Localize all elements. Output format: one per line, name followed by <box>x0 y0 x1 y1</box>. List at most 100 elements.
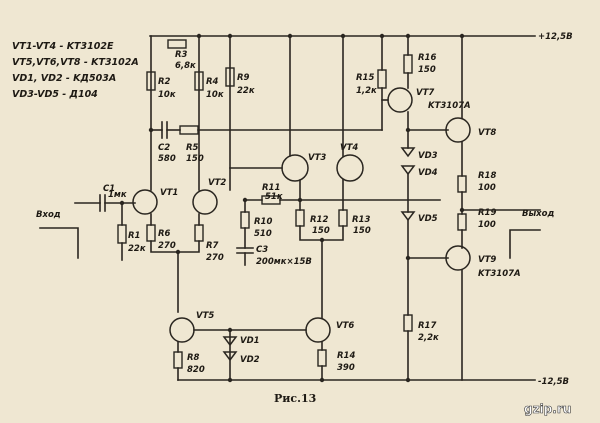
vt5-transistor <box>169 317 195 343</box>
vt5-label: VT5 <box>196 311 214 321</box>
r1-label: R1 <box>128 231 140 241</box>
r1-value: 22к <box>128 244 146 254</box>
r10-value: 510 <box>254 229 272 239</box>
vt3-label: VT3 <box>308 153 326 163</box>
c3-value: 200мк×15В <box>256 257 312 267</box>
r19-label: R19 <box>478 208 496 218</box>
vt8-label: VT8 <box>478 128 496 138</box>
r16-value: 150 <box>418 65 436 75</box>
negative-rail-label: -12,5B <box>538 377 569 387</box>
vt7-transistor <box>387 87 413 113</box>
input-stage: Вход C1 1мк R1 22к <box>36 184 146 261</box>
r12-resistor <box>295 209 305 227</box>
note-line-2: VT5,VT6,VT8 - KT3102A <box>12 57 139 68</box>
r16-label: R16 <box>418 53 436 63</box>
vt2-label: VT2 <box>208 178 226 188</box>
r3-value: 6,8к <box>175 61 196 71</box>
r7-value: 270 <box>206 253 224 263</box>
vd5-label: VD5 <box>418 214 438 224</box>
vd1-label: VD1 <box>240 336 260 346</box>
r4-resistor <box>194 71 204 91</box>
r9-resistor <box>225 67 235 87</box>
r7-resistor <box>194 224 204 242</box>
r19-resistor <box>457 213 467 231</box>
component-notes: VT1-VT4 - KT3102E VT5,VT6,VT8 - KT3102A … <box>12 41 139 100</box>
r8-value: 820 <box>187 365 205 375</box>
vt1-transistor <box>132 189 158 215</box>
vt1-label: VT1 <box>160 188 178 198</box>
vd2-label: VD2 <box>240 355 260 365</box>
r15-value: 1,2к <box>356 86 377 96</box>
r17-value: 2,2к <box>418 333 439 343</box>
r8-resistor <box>173 351 183 369</box>
output-terminal <box>509 229 541 259</box>
r11-value: 51к <box>265 192 283 202</box>
vt7-label: VT7 <box>416 88 434 98</box>
r19-value: 100 <box>478 220 496 230</box>
vd4-diode <box>400 165 416 176</box>
watermark: gzip.ru <box>524 402 571 416</box>
input-label: Вход <box>36 210 61 220</box>
r5-value: 150 <box>186 154 204 164</box>
r18-resistor <box>457 175 467 193</box>
vt9-type: KT3107A <box>478 269 521 279</box>
note-line-4: VD3-VD5 - Д104 <box>12 89 98 100</box>
vt6-label: VT6 <box>336 321 354 331</box>
r15-label: R15 <box>356 73 374 83</box>
output-label: Выход <box>522 209 554 219</box>
r3-label: R3 <box>175 50 188 60</box>
c1-label: C1 <box>103 184 115 194</box>
r14-label: R14 <box>337 351 355 361</box>
r17-resistor <box>403 314 413 332</box>
r18-value: 100 <box>478 183 496 193</box>
vt4-label: VT4 <box>340 143 358 153</box>
output-stage: R15 1,2к VT7 KT3107A R16 150 VD3 VD4 VD5… <box>356 35 554 381</box>
vt9-transistor <box>445 245 471 271</box>
r5-resistor <box>179 125 199 135</box>
r17-label: R17 <box>418 321 436 331</box>
vd2-diode <box>222 351 238 362</box>
r4-value: 10к <box>206 90 224 100</box>
current-sources: VT5 VT6 VD1 VD2 R8 820 R14 390 <box>169 311 355 381</box>
vt6-transistor <box>305 317 331 343</box>
vt8-transistor <box>445 117 471 143</box>
r18-label: R18 <box>478 171 496 181</box>
vd4-label: VD4 <box>418 168 438 178</box>
r2-value: 10к <box>158 90 176 100</box>
r3-resistor <box>167 39 187 49</box>
r2-label: R2 <box>158 77 171 87</box>
r12-label: R12 <box>310 215 328 225</box>
r1-resistor <box>117 224 127 244</box>
vd3-label: VD3 <box>418 151 438 161</box>
vt7-type: KT3107A <box>428 101 471 111</box>
c3-label: C3 <box>256 245 268 255</box>
vt4-transistor <box>336 154 364 182</box>
r7-label: R7 <box>206 241 219 251</box>
r14-value: 390 <box>337 363 355 373</box>
vd1-diode <box>222 336 238 347</box>
c2-value: 580 <box>158 154 176 164</box>
vt9-label: VT9 <box>478 255 496 265</box>
r9-label: R9 <box>237 73 250 83</box>
vd3-diode <box>400 147 416 158</box>
note-line-1: VT1-VT4 - KT3102E <box>12 41 114 52</box>
voltage-amplifier-stage: R9 22к VT3 VT4 R11 51к R10 510 C3 200мк×… <box>225 35 441 319</box>
r10-resistor <box>240 211 250 229</box>
r13-label: R13 <box>352 215 370 225</box>
r6-resistor <box>146 224 156 242</box>
r8-label: R8 <box>187 353 200 363</box>
c2-label: C2 <box>158 143 170 153</box>
differential-pair: VT1 VT2 R2 10к R3 6,8к R4 10к C2 580 R5 … <box>132 35 383 313</box>
vd5-diode <box>400 211 416 222</box>
r6-label: R6 <box>158 229 171 239</box>
vt2-transistor <box>192 189 218 215</box>
r12-value: 150 <box>312 226 330 236</box>
junction-dots <box>119 33 465 383</box>
r2-resistor <box>146 71 156 91</box>
r13-value: 150 <box>353 226 371 236</box>
vt3-transistor <box>281 154 309 182</box>
r11-label: R11 <box>262 183 280 193</box>
r13-resistor <box>338 209 348 227</box>
